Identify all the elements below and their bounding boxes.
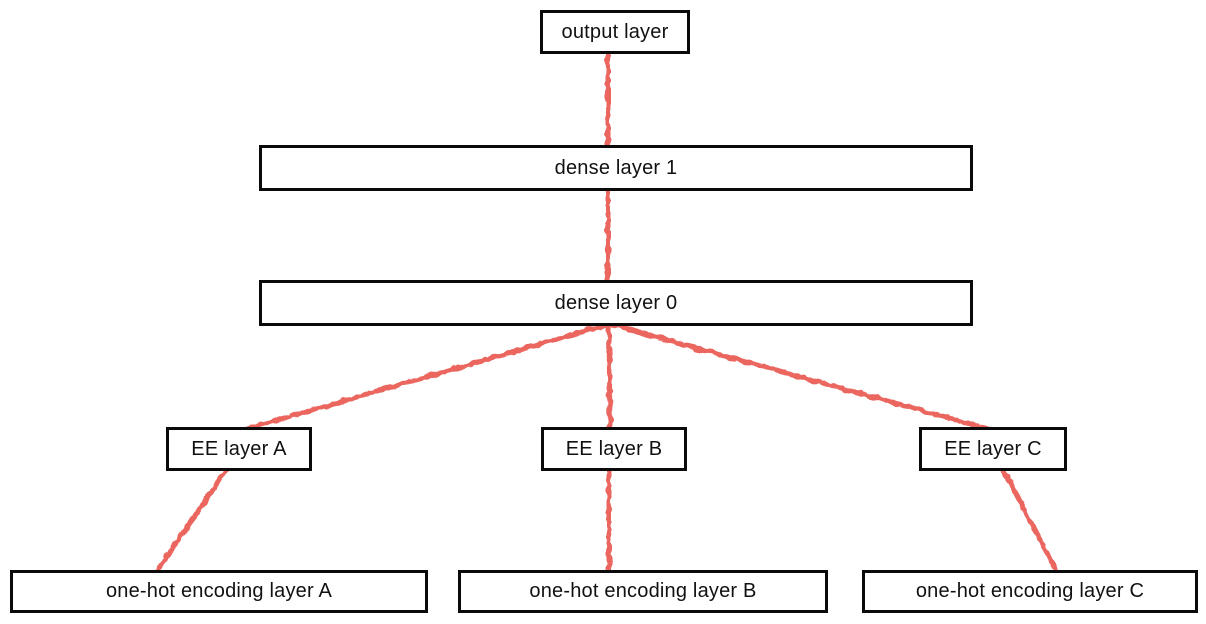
edge-dense-layer-0-to-ee-layer-c xyxy=(606,321,995,433)
node-ee-layer-b: EE layer B xyxy=(541,427,687,471)
edge-dense-layer-0-to-ee-layer-a xyxy=(240,321,612,433)
edge-ee-layer-a-to-one-hot-encoding-layer-a xyxy=(153,466,230,575)
node-output-layer: output layer xyxy=(540,10,690,54)
edge-ee-layer-c-to-one-hot-encoding-layer-c xyxy=(1000,466,1060,575)
node-one-hot-encoding-layer-c: one-hot encoding layer C xyxy=(862,570,1198,613)
node-one-hot-encoding-layer-a: one-hot encoding layer A xyxy=(10,570,428,613)
node-one-hot-encoding-layer-b: one-hot encoding layer B xyxy=(458,570,828,613)
node-dense-layer-1: dense layer 1 xyxy=(259,145,973,191)
node-dense-layer-0: dense layer 0 xyxy=(259,280,973,326)
edge-dense-layer-0-to-ee-layer-b xyxy=(606,321,613,433)
node-ee-layer-c: EE layer C xyxy=(919,427,1067,471)
node-ee-layer-a: EE layer A xyxy=(166,427,312,471)
